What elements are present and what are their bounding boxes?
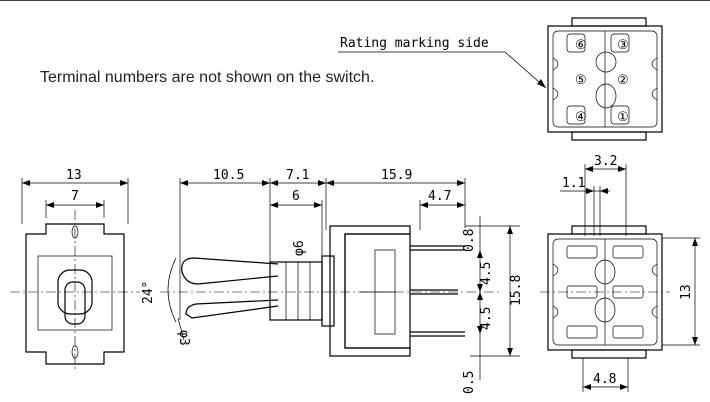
- pitch-x-dim: 3.2: [594, 154, 617, 169]
- front-inner-width-dim: 7: [71, 189, 79, 204]
- bottom-height-dim: 13: [679, 284, 694, 300]
- terminal-1: ①: [617, 109, 629, 124]
- bottom-view: 3.2 1.1 13: [540, 154, 700, 392]
- bushing-length-dim: 7.1: [286, 168, 309, 183]
- terminal-length-dim: 4.7: [428, 189, 451, 204]
- front-width-dim: 13: [66, 168, 82, 183]
- thread-diameter-dim: φ6: [292, 240, 307, 256]
- body-length-dim: 15.9: [381, 168, 412, 183]
- terminal-2: ②: [617, 72, 629, 87]
- terminal-view: Rating marking side ⑥ ③ ⑤ ② ④ ①: [338, 17, 663, 141]
- pitch-lower-dim: 4.5: [479, 307, 494, 330]
- gap-top-dim: 0.8: [462, 229, 477, 252]
- spacing-dim: 4.8: [593, 372, 616, 387]
- terminal-note: Terminal numbers are not shown on the sw…: [40, 69, 374, 86]
- bushing-inner-dim: 6: [292, 189, 300, 204]
- terminal-3: ③: [617, 37, 629, 52]
- tip-diameter-dim: φ3: [176, 330, 191, 346]
- rating-marking-label: Rating marking side: [340, 36, 489, 51]
- lever-length-dim: 10.5: [213, 168, 244, 183]
- terminal-4: ④: [575, 109, 587, 124]
- pitch-upper-dim: 4.5: [479, 262, 494, 285]
- gap-bottom-dim: 0.5: [462, 371, 477, 394]
- terminal-6: ⑥: [575, 37, 587, 52]
- front-view: 13 7: [10, 168, 140, 372]
- terminal-5: ⑤: [575, 72, 587, 87]
- body-height-dim: 15.8: [509, 275, 524, 306]
- lever-angle-dim: 24°: [141, 281, 156, 304]
- offset-dim: 1.1: [562, 176, 585, 191]
- side-view: 10.5 7.1 15.9 6 4.7 φ6: [141, 168, 524, 394]
